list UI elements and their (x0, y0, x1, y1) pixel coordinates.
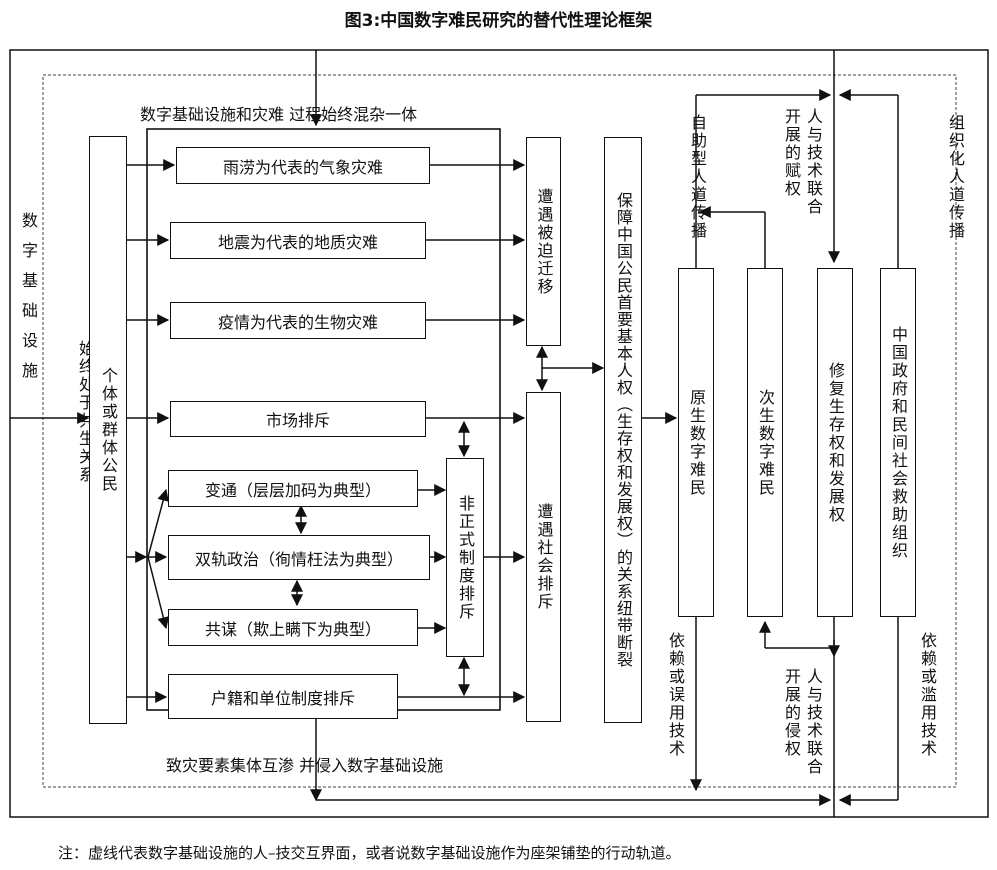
household-exclusion: 户籍和单位制度排斥 (168, 674, 398, 719)
forced-migration-box: 遭遇被迫迁移 (526, 137, 561, 346)
subject-box: 个体或群体公民 (89, 136, 127, 724)
secondary-refugee-box: 次生数字难民 (747, 268, 783, 617)
disaster-biology: 疫情为代表的生物灾难 (170, 302, 426, 339)
empower-label: 人与技术联合开展的赋权 (782, 108, 823, 216)
informal-collusion: 共谋（欺上瞒下为典型） (168, 609, 418, 646)
native-refugee-label: 原生数字难民 (687, 388, 706, 497)
organized-label: 组织化人道传播 (946, 114, 965, 240)
left-label-infrastructure: 数字基础设施 (16, 212, 38, 622)
figure-note: 注：虚线代表数字基础设施的人–技交互界面，或者说数字基础设施作为座架铺垫的行动轨… (58, 844, 681, 862)
rights-rupture-label: 保障中国公民首要基本人权（生存权和发展权）的关系纽带断裂 (614, 192, 633, 668)
rely-misuse-label: 依赖或误用技术 (666, 632, 685, 758)
figure-title: 图3:中国数字难民研究的替代性理论框架 (344, 11, 653, 31)
rights-rupture-box: 保障中国公民首要基本人权（生存权和发展权）的关系纽带断裂 (604, 137, 642, 723)
disaster-weather: 雨涝为代表的气象灾难 (176, 147, 430, 184)
left-label-text: 数字基础设施 (19, 212, 38, 392)
self-help-label: 自助型人道传播 (688, 114, 707, 240)
native-refugee-box: 原生数字难民 (678, 268, 714, 617)
gov-ngo-label: 中国政府和民间社会救助组织 (889, 325, 908, 560)
subject-label: 个体或群体公民 (99, 367, 118, 493)
forced-migration-label: 遭遇被迫迁移 (534, 187, 554, 296)
informal-dual-track: 双轨政治（徇情枉法为典型） (168, 535, 430, 580)
disaster-geology: 地震为代表的地质灾难 (170, 222, 426, 259)
repair-rights-box: 修复生存权和发展权 (817, 268, 853, 617)
social-exclusion-label: 遭遇社会排斥 (534, 503, 554, 611)
rely-abuse-label: 依赖或滥用技术 (918, 632, 937, 758)
bottom-caption: 致灾要素集体互渗 并侵入数字基础设施 (166, 756, 444, 775)
informal-flexibility: 变通（层层加码为典型） (168, 470, 418, 507)
interface-dashed-frame (42, 74, 957, 788)
secondary-refugee-label: 次生数字难民 (756, 388, 775, 497)
top-caption: 数字基础设施和灾难 过程始终混杂一体 (140, 105, 418, 124)
social-exclusion-box: 遭遇社会排斥 (526, 392, 561, 722)
infringe-label: 人与技术联合开展的侵权 (782, 668, 823, 776)
informal-institution-box: 非正式制度排斥 (446, 458, 484, 657)
repair-rights-label: 修复生存权和发展权 (826, 361, 845, 524)
informal-institution-label: 非正式制度排斥 (456, 494, 475, 621)
outer-frame (9, 49, 989, 818)
gov-ngo-box: 中国政府和民间社会救助组织 (880, 268, 916, 617)
market-exclusion: 市场排斥 (170, 401, 426, 437)
